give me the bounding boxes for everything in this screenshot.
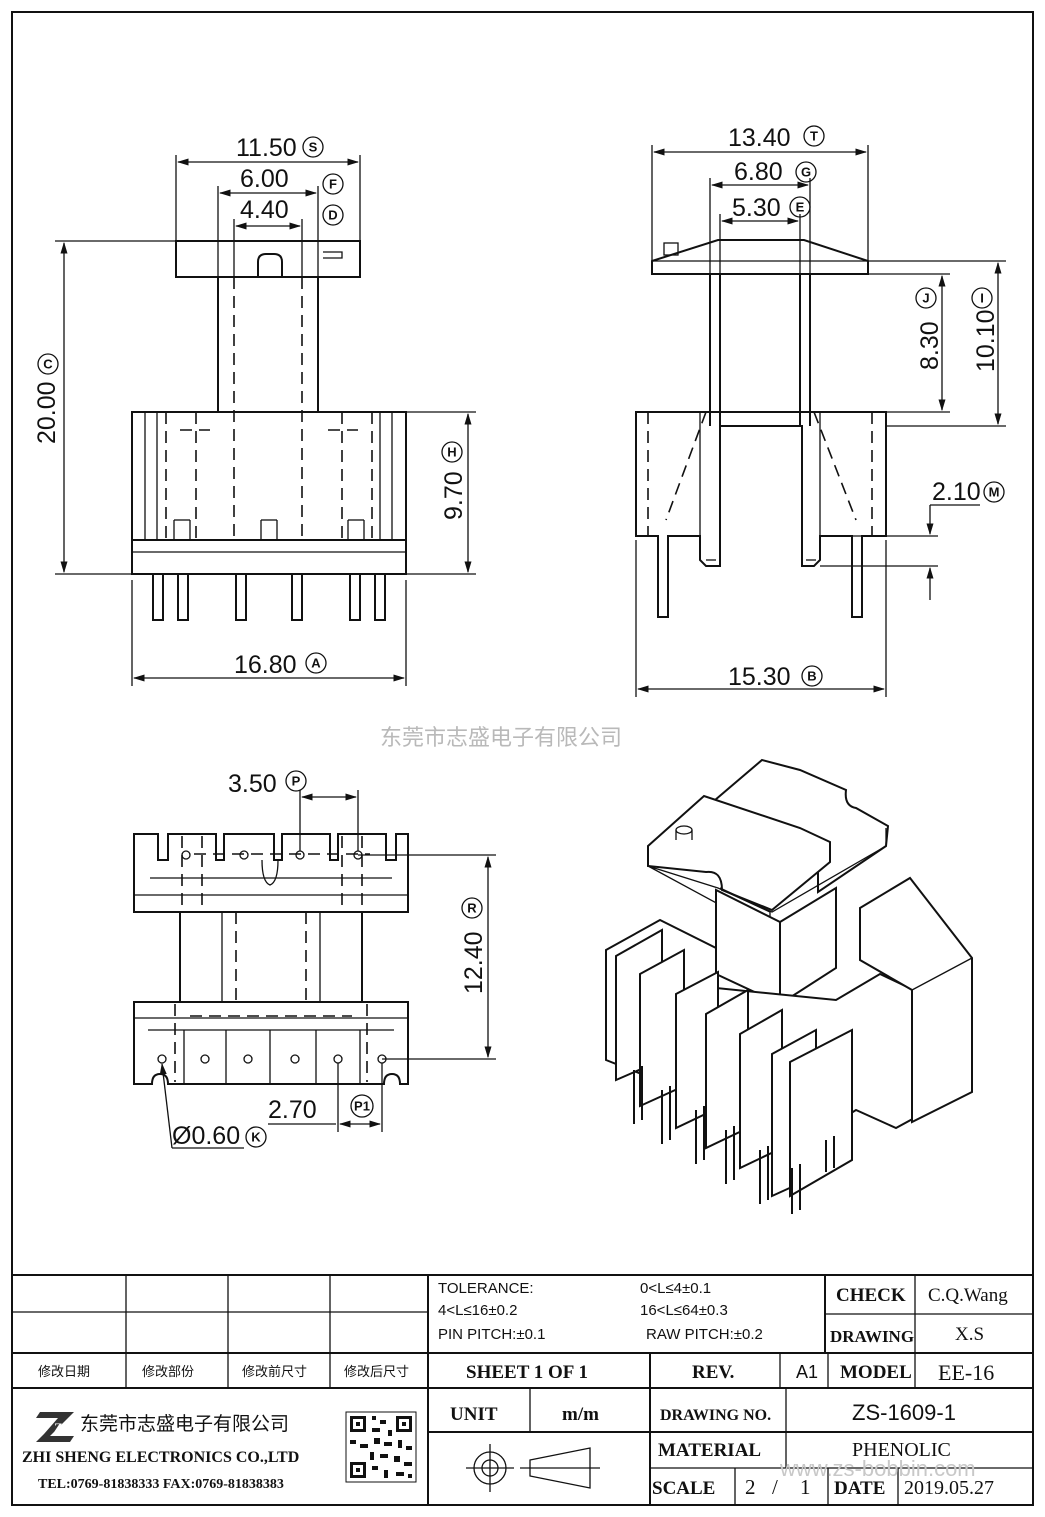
dim-0-60: Ø0.60 — [172, 1122, 240, 1150]
label-t: T — [810, 129, 818, 144]
label-e: E — [796, 200, 805, 215]
date-label: DATE — [834, 1478, 885, 1499]
drawing-no-value: ZS-1609-1 — [852, 1400, 956, 1425]
scale-label: SCALE — [652, 1478, 715, 1499]
sheet-border — [11, 11, 1034, 1506]
label-p: P — [292, 774, 301, 789]
title-block: TOLERANCE: 0<L≤4±0.1 4<L≤16±0.2 16<L≤64±… — [12, 1274, 1033, 1505]
label-c: C — [43, 357, 53, 372]
dim-2-10: 2.10 — [932, 478, 981, 506]
rev-col-3: 修改前尺寸 — [242, 1364, 307, 1380]
label-a: A — [311, 656, 321, 671]
material-label: MATERIAL — [658, 1440, 761, 1461]
dim-2-70: 2.70 — [268, 1096, 317, 1124]
check-value: C.Q.Wang — [928, 1285, 1008, 1306]
bottom-view: 3.50 P 12.40 R 2.70 P1 Ø0.60 K — [133, 770, 496, 1150]
label-d: D — [328, 208, 337, 223]
dim-13-40: 13.40 — [728, 124, 791, 152]
label-m: M — [989, 485, 1000, 500]
dim-5-30: 5.30 — [732, 194, 781, 222]
company-contact: TEL:0769-81838333 FAX:0769-81838383 — [38, 1477, 284, 1492]
unit-value: m/m — [562, 1404, 599, 1425]
dim-9-70: 9.70 — [440, 471, 468, 520]
label-p1: P1 — [354, 1099, 370, 1114]
dim-12-40: 12.40 — [460, 931, 488, 994]
unit-label: UNIT — [450, 1404, 498, 1425]
tolerance-3: 16<L≤64±0.3 — [640, 1302, 728, 1319]
rev-col-2: 修改部份 — [142, 1365, 194, 1380]
dim-15-30: 15.30 — [728, 663, 791, 691]
scale-sep: / — [772, 1475, 778, 1499]
rev-value: A1 — [796, 1362, 818, 1382]
projection-symbol-icon — [466, 1444, 600, 1492]
drawing-no-label: DRAWING NO. — [660, 1407, 771, 1424]
label-h: H — [447, 445, 456, 460]
check-label: CHECK — [836, 1285, 906, 1306]
dim-4-40: 4.40 — [240, 196, 289, 224]
dim-16-80: 16.80 — [234, 651, 297, 679]
rev-col-1: 修改日期 — [38, 1365, 90, 1380]
drawing-value: X.S — [955, 1324, 984, 1345]
isometric-view — [605, 758, 973, 1214]
raw-pitch: RAW PITCH:±0.2 — [646, 1326, 763, 1343]
company-logo: ZS — [36, 1412, 74, 1442]
rev-col-4: 修改后尺寸 — [344, 1365, 409, 1380]
dim-3-50: 3.50 — [228, 770, 277, 798]
scale-num: 2 — [745, 1475, 756, 1499]
dim-20-00: 20.00 — [33, 381, 61, 444]
pin-pitch: PIN PITCH:±0.1 — [438, 1326, 545, 1343]
label-k: K — [251, 1130, 261, 1145]
rev-label: REV. — [692, 1362, 734, 1383]
label-s: S — [309, 140, 318, 155]
label-f: F — [329, 177, 337, 192]
dim-6-00: 6.00 — [240, 165, 289, 193]
label-i: I — [980, 291, 984, 306]
material-value: PHENOLIC — [852, 1439, 951, 1461]
dim-6-80: 6.80 — [734, 158, 783, 186]
model-value: EE-16 — [938, 1360, 994, 1385]
label-r: R — [467, 901, 477, 916]
side-view: 13.40 T 6.80 G 5.30 E 8.30 J 10.10 I 2.1… — [635, 124, 1006, 697]
dim-11-50: 11.50 — [236, 134, 297, 162]
company-en: ZHI SHENG ELECTRONICS CO.,LTD — [22, 1449, 299, 1466]
tolerance-title: TOLERANCE: — [438, 1280, 534, 1297]
scale-den: 1 — [800, 1475, 811, 1499]
logo-text: ZS — [54, 1420, 70, 1435]
dim-8-30: 8.30 — [916, 321, 944, 370]
tolerance-2: 4<L≤16±0.2 — [438, 1302, 517, 1319]
tolerance-1: 0<L≤4±0.1 — [640, 1280, 711, 1297]
watermark-company: 东莞市志盛电子有限公司 — [380, 726, 622, 751]
watermark-url: www.zs-bobbin.com — [779, 1456, 976, 1481]
model-label: MODEL — [840, 1362, 912, 1383]
label-j: J — [922, 291, 929, 306]
label-g: G — [801, 165, 811, 180]
drawing-label: DRAWING — [830, 1327, 914, 1346]
label-b: B — [807, 669, 816, 684]
date-value: 2019.05.27 — [904, 1477, 994, 1499]
qr-code-icon — [345, 1411, 417, 1483]
front-view: 11.50 S 6.00 F 4.40 D 20.00 C 9.70 H 16.… — [33, 134, 476, 686]
sheet-count: SHEET 1 OF 1 — [466, 1362, 588, 1383]
company-cn: 东莞市志盛电子有限公司 — [80, 1413, 289, 1435]
dim-10-10: 10.10 — [972, 309, 1000, 372]
